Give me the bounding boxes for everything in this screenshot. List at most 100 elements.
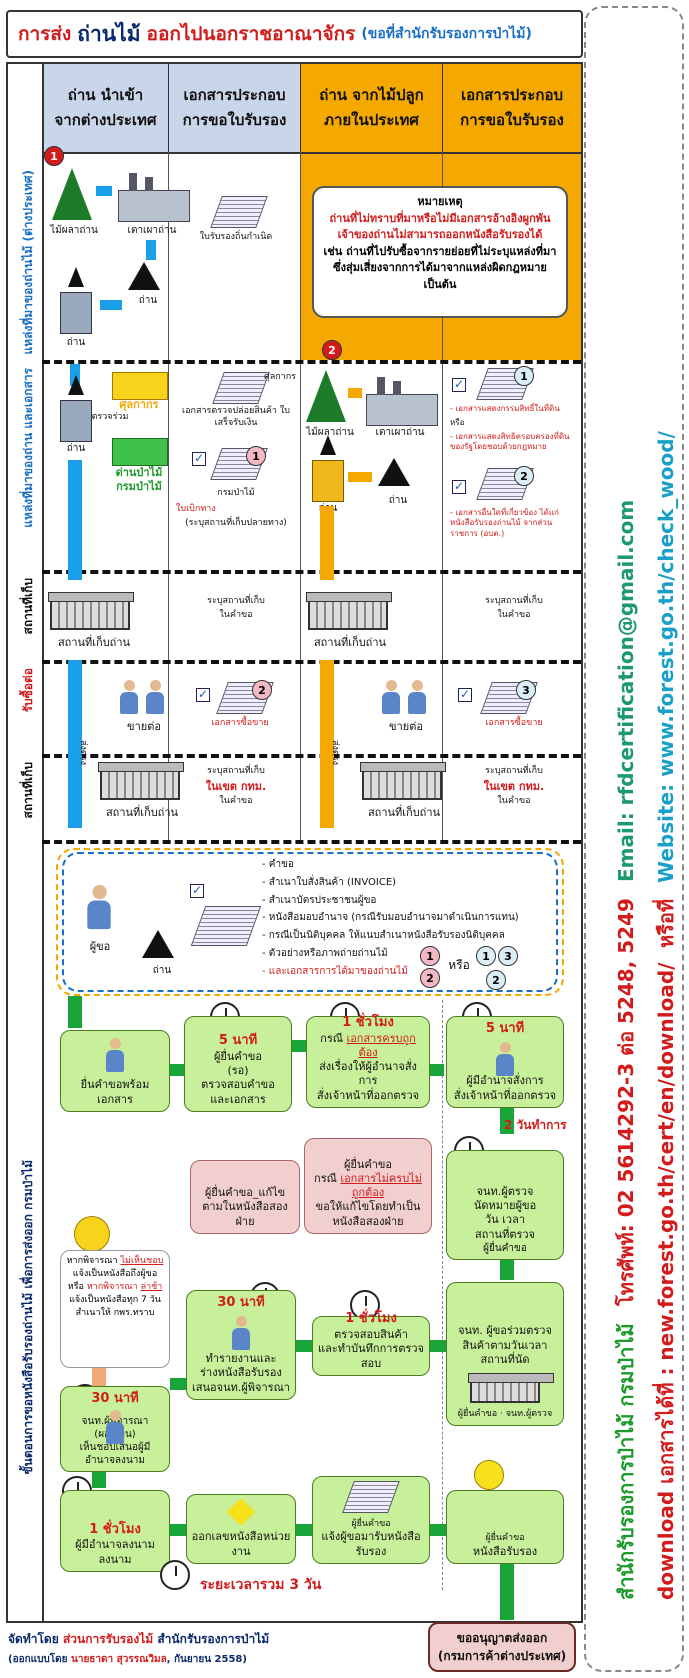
download-link[interactable]: download เอกสารได้ที่ : new.forest.go.th… [654,962,678,1600]
arrow-left [296,1340,312,1352]
checkbox-icon: ✓ [190,883,204,898]
flow-line-blue [68,460,82,580]
checkbox-icon: ✓ [452,479,466,494]
step-joint-inspection: จนท. ผู้ขอร่วมตรวจ สินค้าตามวันเวลา สถาน… [446,1282,564,1426]
step-incomplete: ผู้ยื่นคำขอ กรณี เอกสารไม่ครบไม่ถูกต้อง … [304,1138,432,1234]
arrow-left [430,1340,446,1352]
badge-1: 1 [476,946,496,966]
lane-3: สถานที่เก็บ [10,578,40,658]
buyer-icon [406,680,428,714]
arrow-down [92,1472,106,1488]
lane-1: แหล่งที่มาของถ่านไม้ (ต่างประเทศ) [10,160,40,360]
officer-icon [104,1409,126,1446]
lane-separator [42,660,581,664]
checkbox-icon: ✓ [452,377,466,392]
step-label-red: เอกสารไม่ครบไม่ถูกต้อง [340,1171,422,1200]
designer-text: , กันยายน 2558) [166,1654,247,1665]
req-item: - กรณีเป็นนิติบุคคล ให้แนบสำเนาหนังสือรั… [262,930,505,942]
rejection-text-red: ไม่เห็นชอบ [120,1256,164,1266]
arrow-right [96,186,112,196]
contact-line-2: download เอกสารได้ที่ : new.forest.go.th… [650,160,682,1600]
warehouse-label: สถานที่เก็บถ่าน [105,806,179,819]
col-header-line: ถ่าน นำเข้า [67,85,144,104]
truck-icon [312,435,344,502]
badge-2: 2 [420,968,440,988]
rejection-text-red: ล่าช้า [140,1282,163,1293]
col-divider [300,152,301,842]
badge-2: 2 [486,970,506,990]
dept-doc-red: ใบเบิกทาง [176,504,216,514]
time-tag: 5 นาที [218,1032,258,1048]
badge-3: 3 [516,680,536,700]
step-label: ผู้มีอำนาจลงนาม [75,1538,155,1552]
export-permit-box: ขออนุญาตส่งออก (กรมการค้าต่างประเทศ) [428,1622,576,1672]
requirements-box-outer [56,848,564,996]
lane-label: รับซื้อต่อ [21,668,35,713]
step-label-red: เอกสารครบถูกต้อง [346,1031,416,1059]
column-header-domestic: ถ่าน จากไม้ปลูก ภายในประเทศ [300,64,442,152]
lane-2: แหล่งที่มาของถ่าน และเอกสาร [10,368,40,568]
title-part-2: ถ่านไม้ [77,21,141,46]
step-number: ออกเลขหนังสือหน่วยงาน [186,1494,296,1564]
storage-note: ระบุสถานที่เก็บ [485,766,543,776]
step-label: ผู้มีอำนาจสั่งการ [466,1074,544,1088]
step-label: ตรวจสอบสินค้า [334,1328,408,1342]
storage-note: ระบุสถานที่เก็บ [207,596,265,606]
arrow-right [348,388,362,398]
designer-text-red: นายธาดา สุวรรณวิมล [71,1654,167,1665]
rejection-text: หากพิจารณา [66,1256,118,1266]
step-label: เสนอจนท.ผู้พิจารณา [192,1380,290,1394]
charcoal-icon [128,262,160,290]
step-submit: ยื่นคำขอพร้อมเอกสาร [60,1030,170,1112]
charcoal-label: ถ่าน [138,295,158,306]
storage-note-bkk: ในเขต กทม. [483,780,545,793]
time-tag: 30 นาที [217,1295,265,1310]
column-header-docs-1: เอกสารประกอบ การขอใบรับรอง [168,64,300,152]
req-item: - ตัวอย่างหรือภาพถ่ายถ่านไม้ [262,947,388,959]
step-label: ออกเลขหนังสือหน่วยงาน [191,1530,291,1558]
rejection-text: แจ้งเป็นหนังสือทุก 7 วัน [69,1295,161,1306]
col-bg-2 [168,64,300,152]
tree-icon [52,168,92,220]
origin-doc-label: ใบรับรองถิ่นกำเนิด [199,232,273,242]
step-label: ยื่นคำขอพร้อมเอกสาร [80,1078,150,1106]
website-link[interactable]: Website: www.forest.go.th/check_wood/ [654,431,678,884]
rejection-text: หรือ [67,1282,84,1293]
storage-note: ระบุสถานที่เก็บ [485,596,543,606]
truck-label: ถ่าน [66,443,86,454]
tree-icon [306,370,346,422]
lane-separator [42,754,581,758]
storage-note: ในคำขอ [497,610,531,620]
email-link[interactable]: Email: rfdcertification@gmail.com [614,499,638,882]
warehouse-label: สถานที่เก็บถ่าน [313,636,387,649]
step-label: และทำบันทึกการตรวจสอบ [318,1342,424,1370]
badge-3: 3 [498,946,518,966]
step-label: กรณี [320,1031,343,1045]
checkpoint-label: ด่านป่าไม้ [115,466,163,479]
storage-note: ในคำขอ [497,796,531,806]
column-header-imported: ถ่าน นำเข้า จากต่างประเทศ [42,64,168,152]
sad-face-icon [74,1216,110,1252]
kiln-label: เตาเผาถ่าน [375,427,425,438]
happy-face-icon [474,1460,504,1490]
lane-5: สถานที่เก็บ [10,762,40,842]
officer-icon [230,1315,252,1351]
col-header-line: จากต่างประเทศ [54,111,157,129]
applicant-label: ผู้ขอ [89,940,111,953]
step-notify: ผู้ยื่นคำขอ แจ้งผู้ขอมารับหนังสือรับรอง [312,1476,430,1564]
time-tag: 1 ชั่วโมง [345,1311,397,1327]
lane-label: แหล่งที่มาของถ่านไม้ (ต่างประเทศ) [21,170,35,355]
arrow-up [92,1368,106,1388]
step-label: หนังสือสองฝ่าย [332,1214,404,1228]
clerk-icon [104,1038,126,1073]
lane-bar [8,64,44,1621]
requirements-box [62,852,558,992]
seller-icon [118,680,140,714]
storage-note: ระบุสถานที่เก็บ [207,766,265,776]
note-example: เช่น ถ่านที่ไปรับซื้อจากรายย่อยที่ไม่ระบ… [323,244,557,291]
buyer-icon [144,680,166,714]
col-header-line: การขอใบรับรอง [182,111,287,129]
truck-icon [60,267,92,334]
col-divider [442,152,443,842]
kiln-label: เตาเผาถ่าน [127,225,177,236]
